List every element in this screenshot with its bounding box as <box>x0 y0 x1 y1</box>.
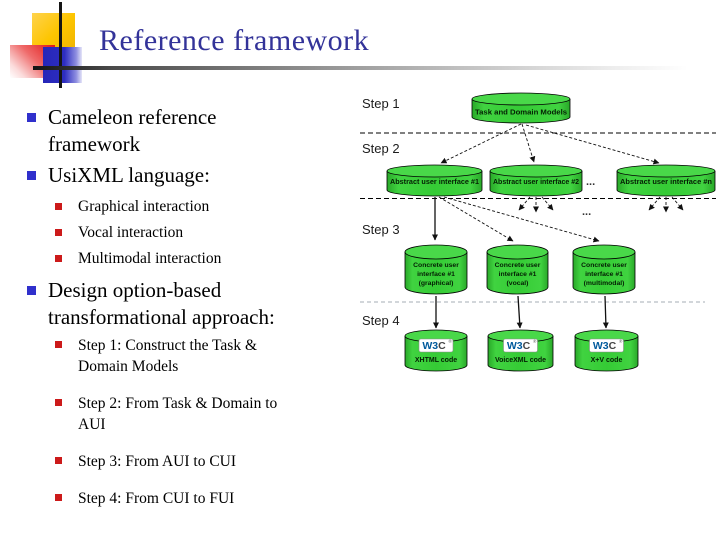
list-item: UsiXML language: <box>27 162 355 189</box>
w3c-registered-mark: ® <box>449 338 453 344</box>
fui-cylinder-xv: W3C ® X+V code <box>574 329 639 372</box>
step-label-2: Step 2 <box>362 141 400 156</box>
aui-cylinder-n: Abstract user interface #n <box>616 164 716 197</box>
bullet-square-icon <box>27 171 36 180</box>
w3c-registered-mark: ® <box>533 338 537 344</box>
task-domain-models-cylinder: Task and Domain Models <box>471 92 571 124</box>
arrow-task-to-auin <box>525 124 660 165</box>
title-underline-rule <box>33 66 688 70</box>
aui1-label: Abstract user interface #1 <box>390 177 479 186</box>
step-label-4: Step 4 <box>362 313 400 328</box>
w3c-registered-mark: ® <box>619 338 623 344</box>
decor-vertical-line <box>59 2 62 88</box>
bullet-text: Multimodal interaction <box>78 250 222 267</box>
decor-yellow-square <box>32 13 75 49</box>
aui-cylinder-2: Abstract user interface #2 <box>489 164 583 197</box>
bullet-text: Cameleon reference framework <box>48 105 217 156</box>
decor-blue-square <box>43 47 82 83</box>
list-item: Step 2: From Task & Domain to AUI <box>55 393 355 435</box>
auin-arrow-fan <box>648 196 684 213</box>
step-label-3: Step 3 <box>362 222 400 237</box>
bullet-text: Step 2: From Task & Domain to AUI <box>78 395 278 433</box>
w3c-logo-icon: W3C <box>593 340 617 352</box>
fui-cylinder-voicexml: W3C ® VoiceXML code <box>487 329 554 372</box>
list-item: Step 1: Construct the Task & Domain Mode… <box>55 335 355 377</box>
bullet-text: Design option-based transformational app… <box>48 278 275 329</box>
bullet-square-icon <box>55 457 62 464</box>
bullet-text: UsiXML language: <box>48 163 210 187</box>
w3c-logo-box <box>503 338 538 353</box>
xhtml-code-label: XHTML code <box>415 357 457 364</box>
auin-label: Abstract user interface #n <box>620 177 712 186</box>
bullet-square-icon <box>55 229 62 236</box>
bullet-square-icon <box>55 399 62 406</box>
bullet-list: Cameleon reference framework UsiXML lang… <box>0 104 355 525</box>
bullet-square-icon <box>27 286 36 295</box>
fan-ellipsis: ... <box>582 206 591 218</box>
arrow-cui3-to-fui3 <box>602 295 609 329</box>
bullet-square-icon <box>27 113 36 122</box>
w3c-logo-box <box>589 338 624 353</box>
list-item: Multimodal interaction <box>55 249 355 269</box>
bullet-text: Step 1: Construct the Task & Domain Mode… <box>78 337 258 375</box>
task-domain-models-label: Task and Domain Models <box>475 108 567 117</box>
aui-ellipsis: ... <box>586 176 595 188</box>
list-item: Step 3: From AUI to CUI <box>55 451 355 472</box>
cui1-line2: interface #1 <box>417 271 455 278</box>
cui-cylinder-graphical: Concrete user interface #1 (graphical) <box>404 244 468 295</box>
bullet-text: Step 3: From AUI to CUI <box>78 453 237 470</box>
w3c-logo-icon: W3C <box>507 340 531 352</box>
aui2-arrow-fan <box>518 196 554 213</box>
list-item: Vocal interaction <box>55 223 355 243</box>
cui2-line1: Concrete user <box>495 262 541 269</box>
bullet-square-icon <box>55 255 62 262</box>
aui2-label: Abstract user interface #2 <box>493 177 579 186</box>
reference-framework-diagram: Step 1 Step 2 Step 3 Step 4 Task and Dom… <box>360 92 716 372</box>
cui2-line3: (vocal) <box>507 280 529 287</box>
cui3-line3: (multimodal) <box>584 280 625 287</box>
bullet-text: Vocal interaction <box>78 224 184 241</box>
arrow-task-to-aui2 <box>521 123 536 163</box>
bullet-square-icon <box>55 203 62 210</box>
fui-cylinder-xhtml: W3C ® XHTML code <box>404 329 468 372</box>
arrow-task-to-aui1 <box>440 123 522 164</box>
list-item: Step 4: From CUI to FUI <box>55 488 355 509</box>
bullet-square-icon <box>55 494 62 501</box>
voicexml-code-label: VoiceXML code <box>495 357 546 364</box>
cui3-line1: Concrete user <box>581 262 627 269</box>
arrow-cui2-to-fui2 <box>516 295 523 329</box>
cui3-line2: interface #1 <box>585 271 623 278</box>
list-item: Cameleon reference framework <box>27 104 355 158</box>
bullet-text: Step 4: From CUI to FUI <box>78 490 235 507</box>
cui2-line2: interface #1 <box>499 271 537 278</box>
list-item: Graphical interaction <box>55 197 355 217</box>
aui-cylinder-1: Abstract user interface #1 <box>386 164 483 197</box>
xv-code-label: X+V code <box>591 357 623 364</box>
arrow-aui1-to-cui-multimodal <box>443 196 600 243</box>
w3c-logo-icon: W3C <box>422 340 446 352</box>
w3c-logo-box <box>418 338 454 353</box>
bullet-text: Graphical interaction <box>78 198 210 215</box>
bullet-square-icon <box>55 341 62 348</box>
list-item: Design option-based transformational app… <box>27 277 355 331</box>
cui-cylinder-multimodal: Concrete user interface #1 (multimodal) <box>572 244 636 295</box>
step-label-1: Step 1 <box>362 96 400 111</box>
cui-cylinder-vocal: Concrete user interface #1 (vocal) <box>486 244 549 295</box>
page-title: Reference framework <box>99 24 370 57</box>
cui1-line1: Concrete user <box>413 262 459 269</box>
cui1-line3: (graphical) <box>419 280 454 287</box>
arrow-aui1-to-cui-vocal <box>438 196 514 242</box>
